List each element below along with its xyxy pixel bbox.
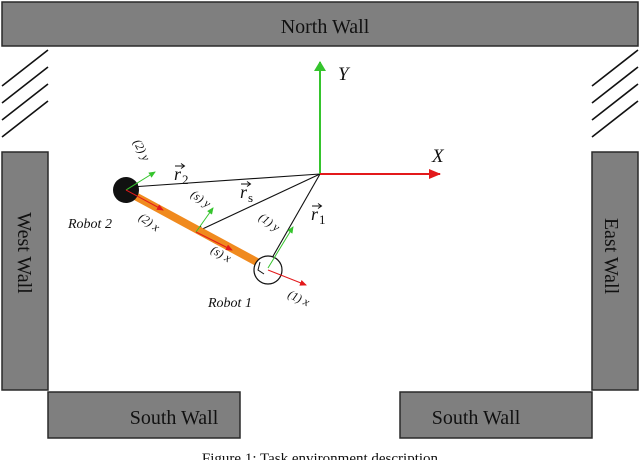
vector-rs-subscript: s	[248, 190, 253, 205]
vector-r2-symbol: r	[174, 164, 182, 184]
svg-text:r1: r1	[311, 204, 326, 227]
robot1-y-axis	[267, 226, 294, 269]
vector-r1	[267, 173, 321, 266]
figure-caption: Figure 1: Task environment description	[202, 451, 439, 460]
north-wall	[1, 1, 639, 47]
robot2-label: Robot 2	[67, 217, 112, 232]
right-hatching	[591, 49, 639, 138]
south-wall-right	[399, 391, 593, 439]
left-hatching	[1, 49, 49, 138]
vector-rs-symbol: r	[240, 182, 248, 202]
y-axis-label: Y	[338, 64, 351, 85]
vector-r1-symbol: r	[311, 204, 319, 224]
west-wall	[1, 151, 49, 391]
vector-rs	[195, 173, 321, 233]
object-x-axis	[195, 231, 233, 251]
svg-text:rs: rs	[240, 182, 253, 205]
object-y-label: (s) y	[188, 187, 214, 211]
south-wall-left-label: South Wall	[130, 407, 219, 429]
robot1-x-label: (1) x	[286, 287, 313, 309]
robot2-x-axis	[125, 189, 164, 211]
robot2-y-label: (2) y	[130, 137, 153, 164]
object-y-axis	[195, 207, 214, 233]
object-bar	[120, 186, 272, 272]
south-wall-left	[47, 391, 241, 439]
vector-r1-label: r1	[311, 203, 326, 227]
robot1-gripper	[257, 261, 265, 275]
east-wall-label: East Wall	[600, 218, 622, 295]
west-wall-label: West Wall	[13, 212, 35, 294]
vector-r2-subscript: 2	[182, 172, 189, 187]
robot1-y-label: (1) y	[256, 210, 283, 235]
east-wall	[591, 151, 639, 391]
vector-r2-label: r2	[174, 163, 189, 187]
robot1-label: Robot 1	[207, 296, 252, 311]
vector-r2	[130, 173, 321, 191]
vector-rs-label: rs	[240, 181, 253, 205]
svg-text:r2: r2	[174, 164, 189, 187]
vector-r1-subscript: 1	[319, 212, 326, 227]
south-wall-right-label: South Wall	[432, 407, 521, 429]
robot1-x-axis	[267, 269, 307, 286]
robot2-x-label: (2) x	[136, 210, 163, 235]
robot2-y-axis	[125, 171, 156, 191]
north-wall-label: North Wall	[281, 16, 370, 38]
x-axis-label: X	[431, 146, 445, 167]
